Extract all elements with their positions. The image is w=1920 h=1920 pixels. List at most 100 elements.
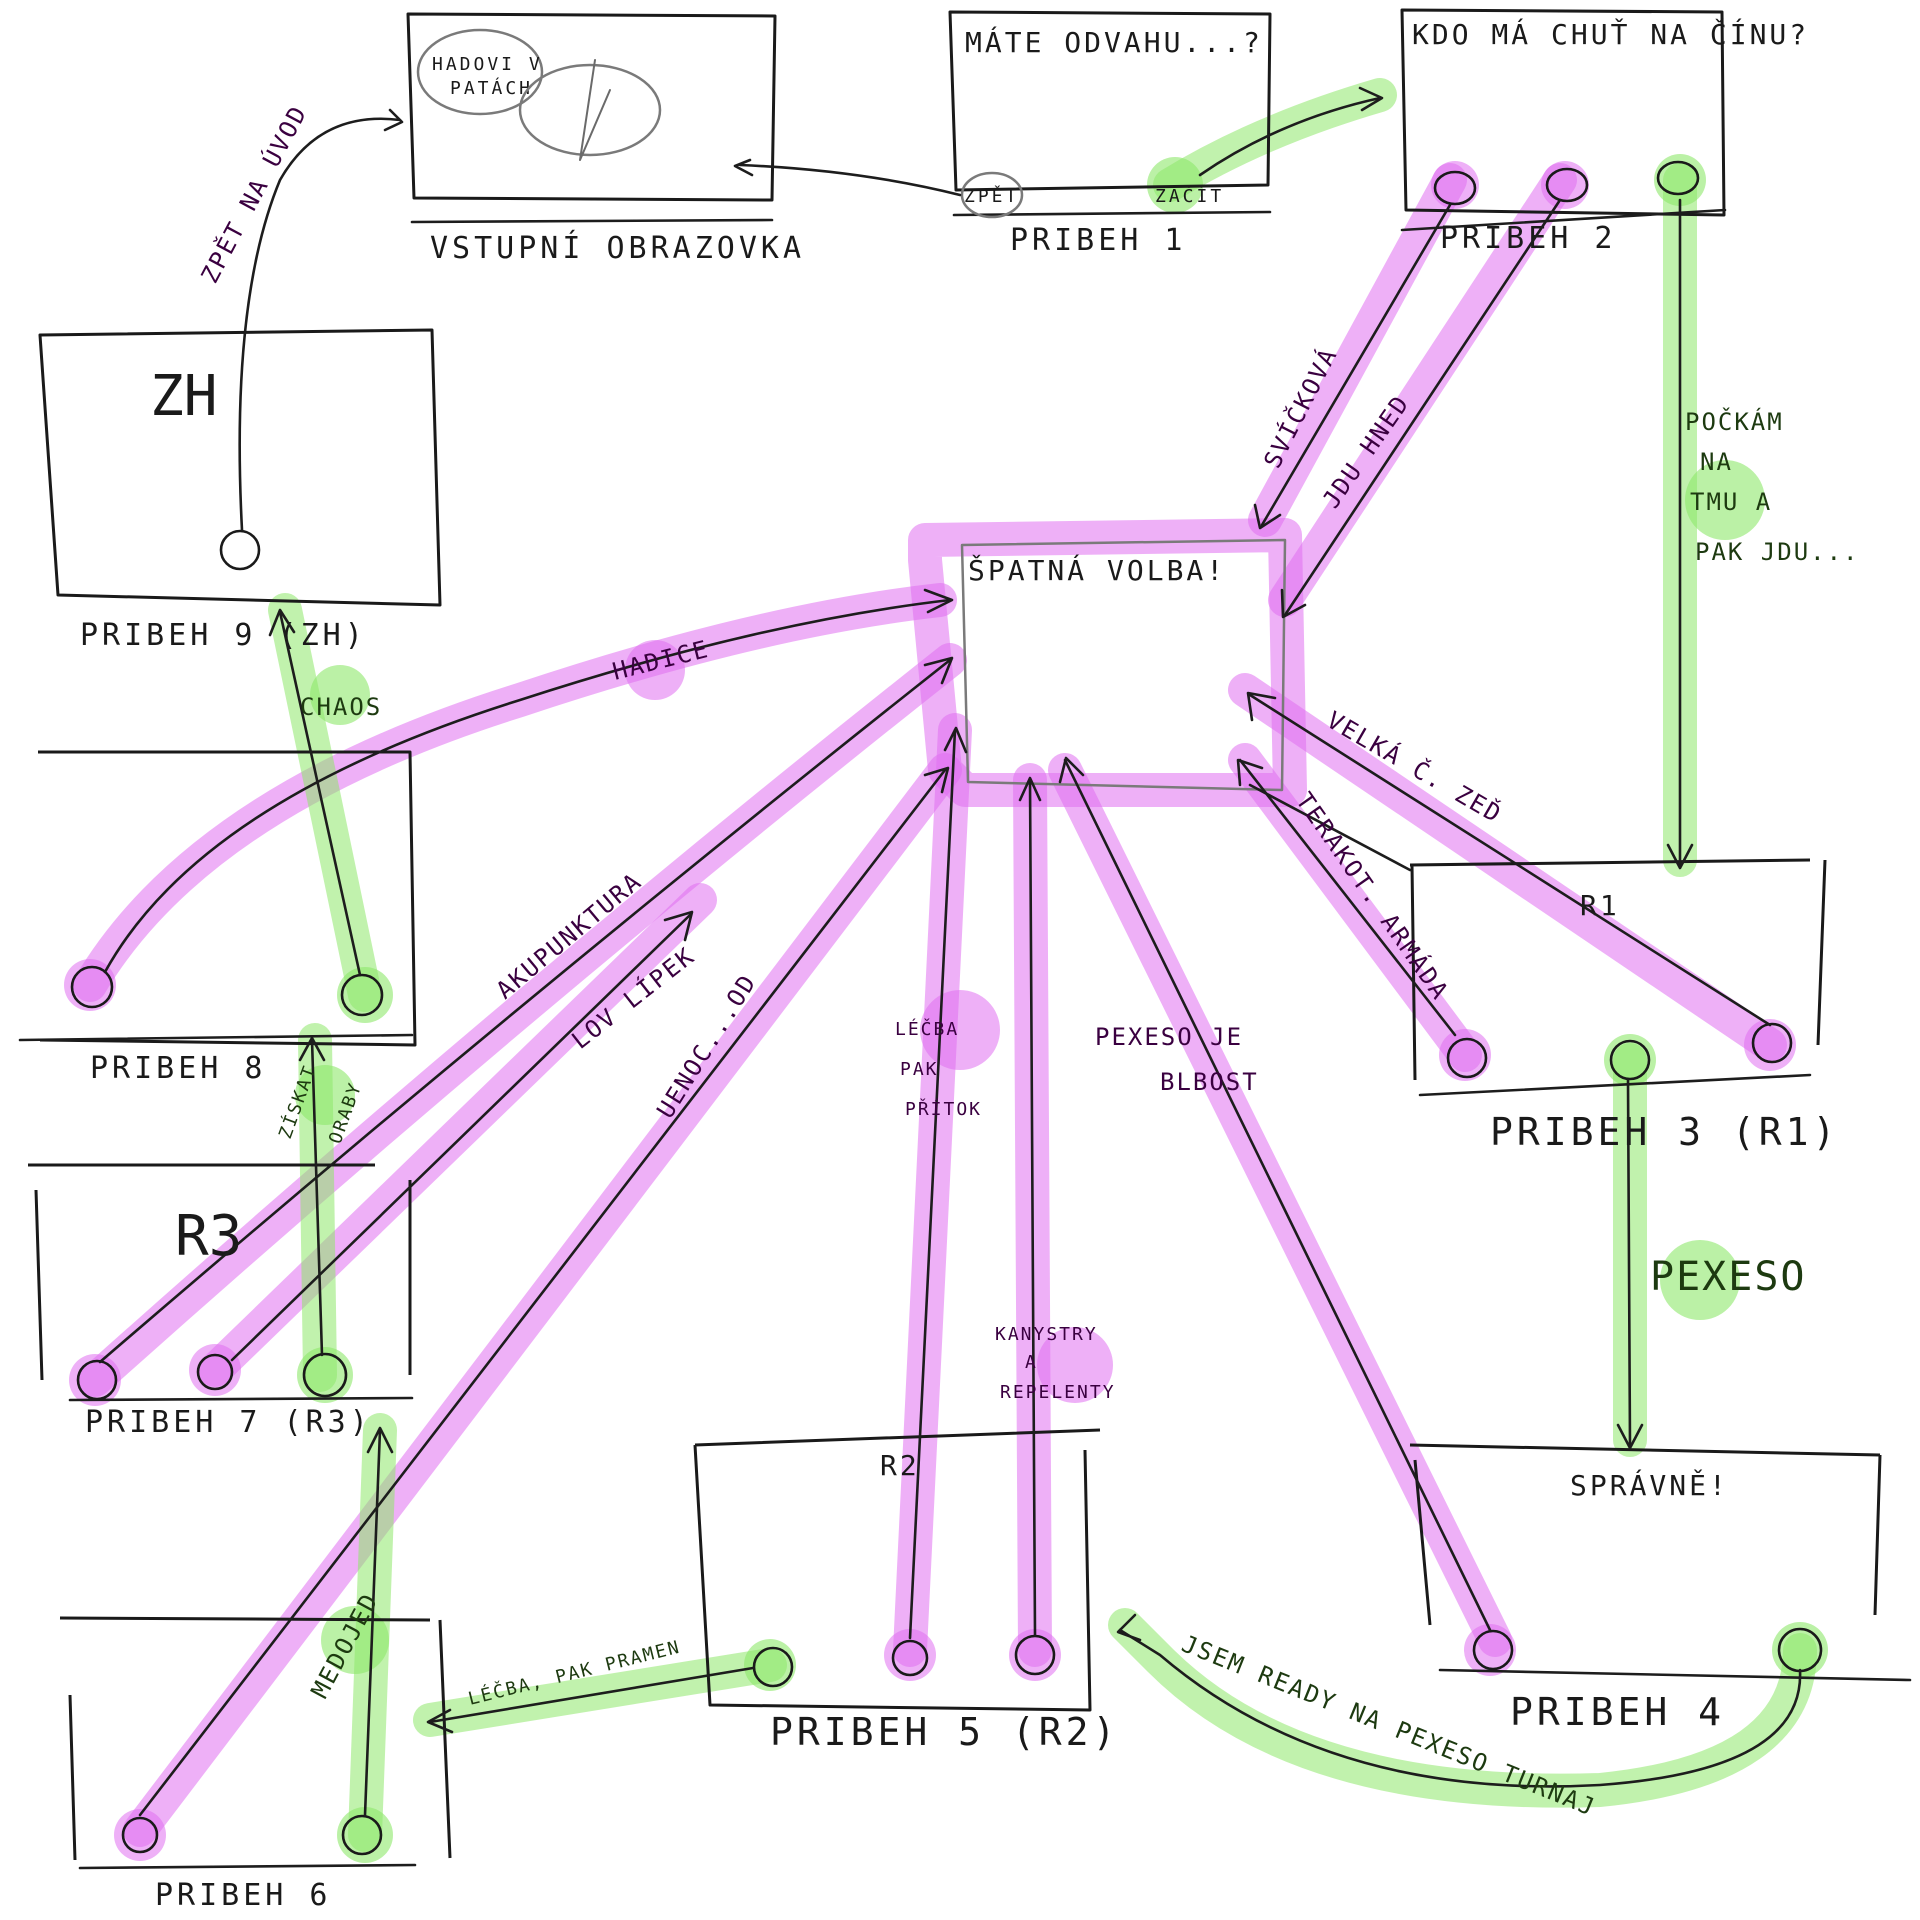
- screen-wrong: ŠPATNÁ VOLBA!: [960, 538, 1287, 792]
- screen-7: R3 PRIBEH 7 (R3): [28, 1163, 414, 1440]
- edge-zpet: [738, 163, 962, 197]
- edge-pexeso: [1626, 1078, 1632, 1447]
- label-pexeso: PEXESO: [1650, 1254, 1807, 1300]
- edge-pexeso-blbost: [1063, 758, 1492, 1632]
- s1-start-label: ZAČÍT: [1155, 185, 1224, 207]
- highlights: [64, 78, 1828, 1863]
- wrong-title: ŠPATNÁ VOLBA!: [968, 553, 1226, 587]
- edge-jsem-ready: [1118, 1628, 1802, 1788]
- s7-title: R3: [175, 1204, 242, 1269]
- s2-choice-node[interactable]: [1433, 170, 1477, 206]
- hl-uenoc: [123, 753, 962, 1847]
- s4-title: SPRÁVNĚ!: [1570, 1468, 1729, 1502]
- s2-choice-node[interactable]: [1656, 160, 1700, 196]
- label-lecba-1: LÉČBA: [895, 1018, 959, 1040]
- s9-title: ZH: [150, 364, 217, 429]
- edge-lecba-pramen: [428, 1666, 755, 1724]
- label-kanystry-1: KANYSTRY: [995, 1324, 1098, 1345]
- edge-akupunktura: [98, 658, 952, 1364]
- hl-akupunktura: [78, 643, 967, 1397]
- s7-caption: PRIBEH 7 (R3): [85, 1405, 372, 1440]
- edge-hadice: [103, 598, 952, 974]
- screen-3: R1 PRIBEH 3 (R1): [1409, 858, 1839, 1154]
- hl-zacit: [1153, 78, 1397, 202]
- s3-node[interactable]: [1446, 1037, 1488, 1079]
- edge-zacit: [1198, 96, 1382, 177]
- s5-node[interactable]: [891, 1639, 929, 1677]
- edge-kanystry: [1028, 778, 1037, 1637]
- note-bubble: [416, 28, 544, 116]
- label-chaos: CHAOS: [300, 693, 382, 721]
- connections: [98, 86, 1802, 1817]
- edge-velka-zed: [1248, 693, 1772, 1027]
- hl-lov-lipek: [198, 883, 717, 1387]
- screen-6: PRIBEH 6: [59, 1616, 452, 1913]
- label-lecba-3: PŘÍTOK: [905, 1098, 982, 1120]
- edge-ziskat-oraby: [310, 1038, 324, 1357]
- screen-2: KDO MÁ CHUŤ NA ČÍNU? PRIBEH 2: [1400, 8, 1809, 256]
- edge-zpet-na-uvod: [238, 117, 402, 532]
- s6-caption: PRIBEH 6: [155, 1878, 332, 1913]
- hl-velka-zed: [1228, 673, 1787, 1062]
- label-pockam-4: PAK JDU...: [1695, 538, 1860, 566]
- s2-choice-node[interactable]: [1545, 167, 1589, 203]
- edge-r1-link: [1248, 783, 1412, 872]
- screen-intro: HADOVI V PATÁCH VSTUPNÍ OBRAZOVKA: [406, 12, 805, 266]
- edge-terakot: [1238, 758, 1457, 1037]
- s3-node[interactable]: [1609, 1039, 1651, 1081]
- screen-9: ZH PRIBEH 9 (ZH): [38, 328, 442, 653]
- s6-node[interactable]: [121, 1816, 159, 1854]
- s9-node[interactable]: [219, 529, 261, 571]
- screen-8: PRIBEH 8: [18, 750, 417, 1086]
- s1-back-label: ZPĚT: [964, 185, 1019, 207]
- intro-note-line1: HADOVI V: [432, 54, 543, 75]
- s3-node[interactable]: [1751, 1022, 1793, 1064]
- label-kanystry-2: A: [1025, 1352, 1038, 1373]
- edge-chaos: [278, 610, 362, 977]
- label-pexeso-blbost-1: PEXESO JE: [1095, 1023, 1243, 1051]
- label-pockam-2: NA: [1700, 448, 1733, 476]
- back-button[interactable]: [960, 171, 1024, 219]
- s5-caption: PRIBEH 5 (R2): [770, 1710, 1119, 1754]
- s2-caption: PRIBEH 2: [1440, 221, 1617, 256]
- sketch-mark: [579, 59, 611, 161]
- sketch-ellipse: [518, 63, 662, 157]
- s9-caption: PRIBEH 9 (ZH): [80, 618, 367, 653]
- s5-node[interactable]: [752, 1646, 794, 1688]
- screen-5: R2 PRIBEH 5 (R2): [693, 1428, 1119, 1754]
- s4-node[interactable]: [1472, 1629, 1514, 1671]
- s8-node[interactable]: [70, 965, 114, 1009]
- edge-uenoc: [138, 768, 947, 1817]
- label-kanystry-3: REPELENTY: [1000, 1382, 1116, 1403]
- edge-svickova: [1260, 203, 1452, 527]
- edge-medojed: [363, 1428, 382, 1817]
- s8-caption: PRIBEH 8: [90, 1051, 267, 1086]
- label-pockam-1: POČKÁM: [1685, 406, 1784, 436]
- screen-1: MÁTE ODVAHU...? ZPĚT ZAČÍT PRIBEH 1: [948, 10, 1272, 258]
- s7-node[interactable]: [302, 1352, 348, 1398]
- s7-node[interactable]: [76, 1359, 118, 1401]
- hl-jsem-ready: [1108, 1608, 1817, 1808]
- label-zpet-na-uvod: ZPĚT NA ÚVOD: [194, 99, 313, 287]
- s2-title: KDO MÁ CHUŤ NA ČÍNU?: [1412, 17, 1809, 51]
- intro-note-line2: PATÁCH: [450, 77, 533, 99]
- s8-node[interactable]: [340, 973, 384, 1017]
- edge-lov-lipek: [230, 913, 692, 1362]
- s4-caption: PRIBEH 4: [1510, 1690, 1725, 1734]
- hl-svickova: [1248, 163, 1467, 537]
- edge-jdu-hned: [1283, 198, 1562, 617]
- s7-node[interactable]: [196, 1353, 234, 1391]
- s1-caption: PRIBEH 1: [1010, 223, 1187, 258]
- s5-title: R2: [880, 1449, 920, 1482]
- label-lecba-2: PAK: [900, 1059, 939, 1080]
- label-pexeso-blbost-2: BLBOST: [1160, 1068, 1259, 1096]
- label-pockam-3: TMU A: [1690, 488, 1772, 516]
- intro-caption: VSTUPNÍ OBRAZOVKA: [430, 230, 805, 266]
- screen-4: SPRÁVNĚ! PRIBEH 4: [1409, 1443, 1912, 1734]
- hl-jdu-hned: [1268, 163, 1577, 617]
- s3-caption: PRIBEH 3 (R1): [1490, 1110, 1839, 1154]
- hl-chaos: [268, 593, 382, 1012]
- edge-lecba: [908, 728, 957, 1640]
- s6-node[interactable]: [341, 1814, 383, 1856]
